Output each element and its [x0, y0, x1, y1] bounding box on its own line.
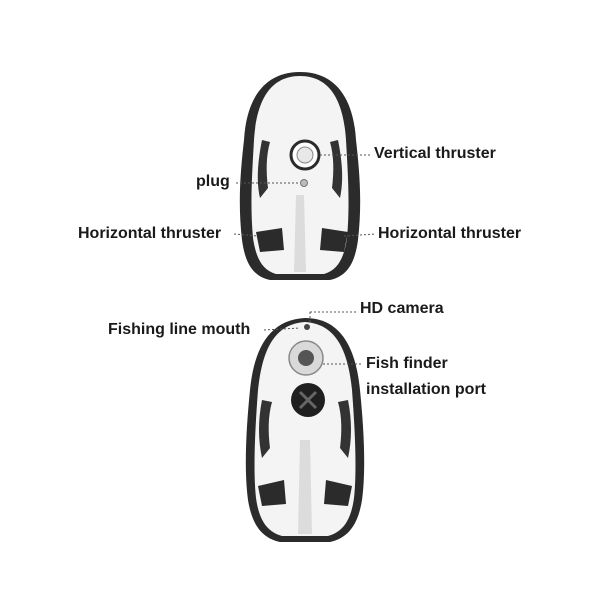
drone-bottom-keel: [298, 440, 312, 534]
horizontal-thruster-right-shape: [320, 228, 348, 252]
plug-dot: [301, 180, 308, 187]
label-plug: plug: [196, 173, 230, 191]
hd-camera-dot: [304, 324, 310, 330]
label-horizontal-thruster-right: Horizontal thruster: [378, 225, 521, 243]
label-fishing-line-mouth: Fishing line mouth: [108, 321, 250, 339]
label-horizontal-thruster-left: Horizontal thruster: [78, 225, 221, 243]
horizontal-thruster-left-shape: [256, 228, 284, 252]
label-fish-finder-line1: Fish finder: [366, 355, 448, 373]
label-vertical-thruster: Vertical thruster: [374, 145, 496, 163]
drone-top-view: [240, 72, 360, 280]
label-hd-camera: HD camera: [360, 300, 444, 318]
drone-bottom-view: [246, 318, 364, 542]
label-fish-finder-line2: installation port: [366, 381, 486, 399]
drone-top-keel: [294, 195, 306, 272]
